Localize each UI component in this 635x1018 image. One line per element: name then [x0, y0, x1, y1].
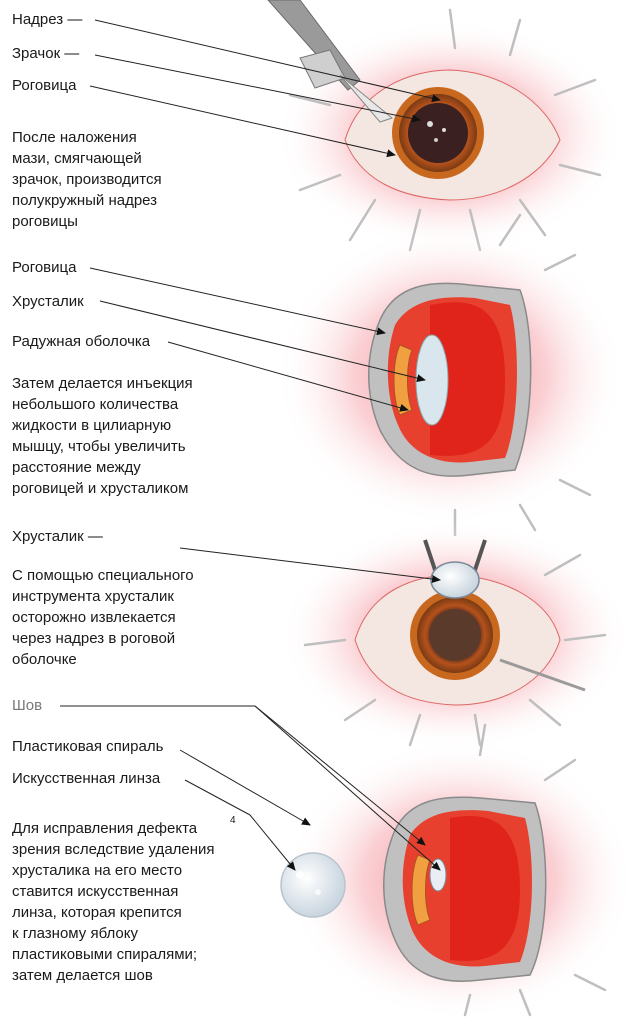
label-suture: Шов: [12, 697, 42, 715]
caption-step-2: Затем делается инъекция небольшого колич…: [12, 373, 193, 499]
label-incision: Надрез —: [12, 11, 82, 29]
label-cornea: Роговица: [12, 77, 76, 95]
caption-step-1: После наложения мази, смягчающей зрачок,…: [12, 127, 162, 232]
eye-front-view-1: [268, 0, 625, 250]
label-iris: Радужная оболочка: [12, 333, 150, 351]
eye-front-view-2: [280, 520, 630, 750]
label-artificial-lens: Искусственная линза: [12, 770, 160, 788]
label-pupil: Зрачок —: [12, 45, 79, 63]
artificial-lens-icon: [281, 853, 345, 917]
caption-step-3: С помощью специального инструмента хруст…: [12, 565, 194, 670]
footnote-marker: 4: [230, 815, 236, 827]
caption-step-4: Для исправления дефекта зрения вследстви…: [12, 818, 215, 986]
label-crystalline-lens-2: Хрусталик —: [12, 528, 103, 546]
label-crystalline-lens: Хрусталик: [12, 293, 84, 311]
eye-cross-section-1: [275, 215, 625, 535]
label-cornea-2: Роговица: [12, 259, 76, 277]
label-plastic-spiral: Пластиковая спираль: [12, 738, 163, 756]
